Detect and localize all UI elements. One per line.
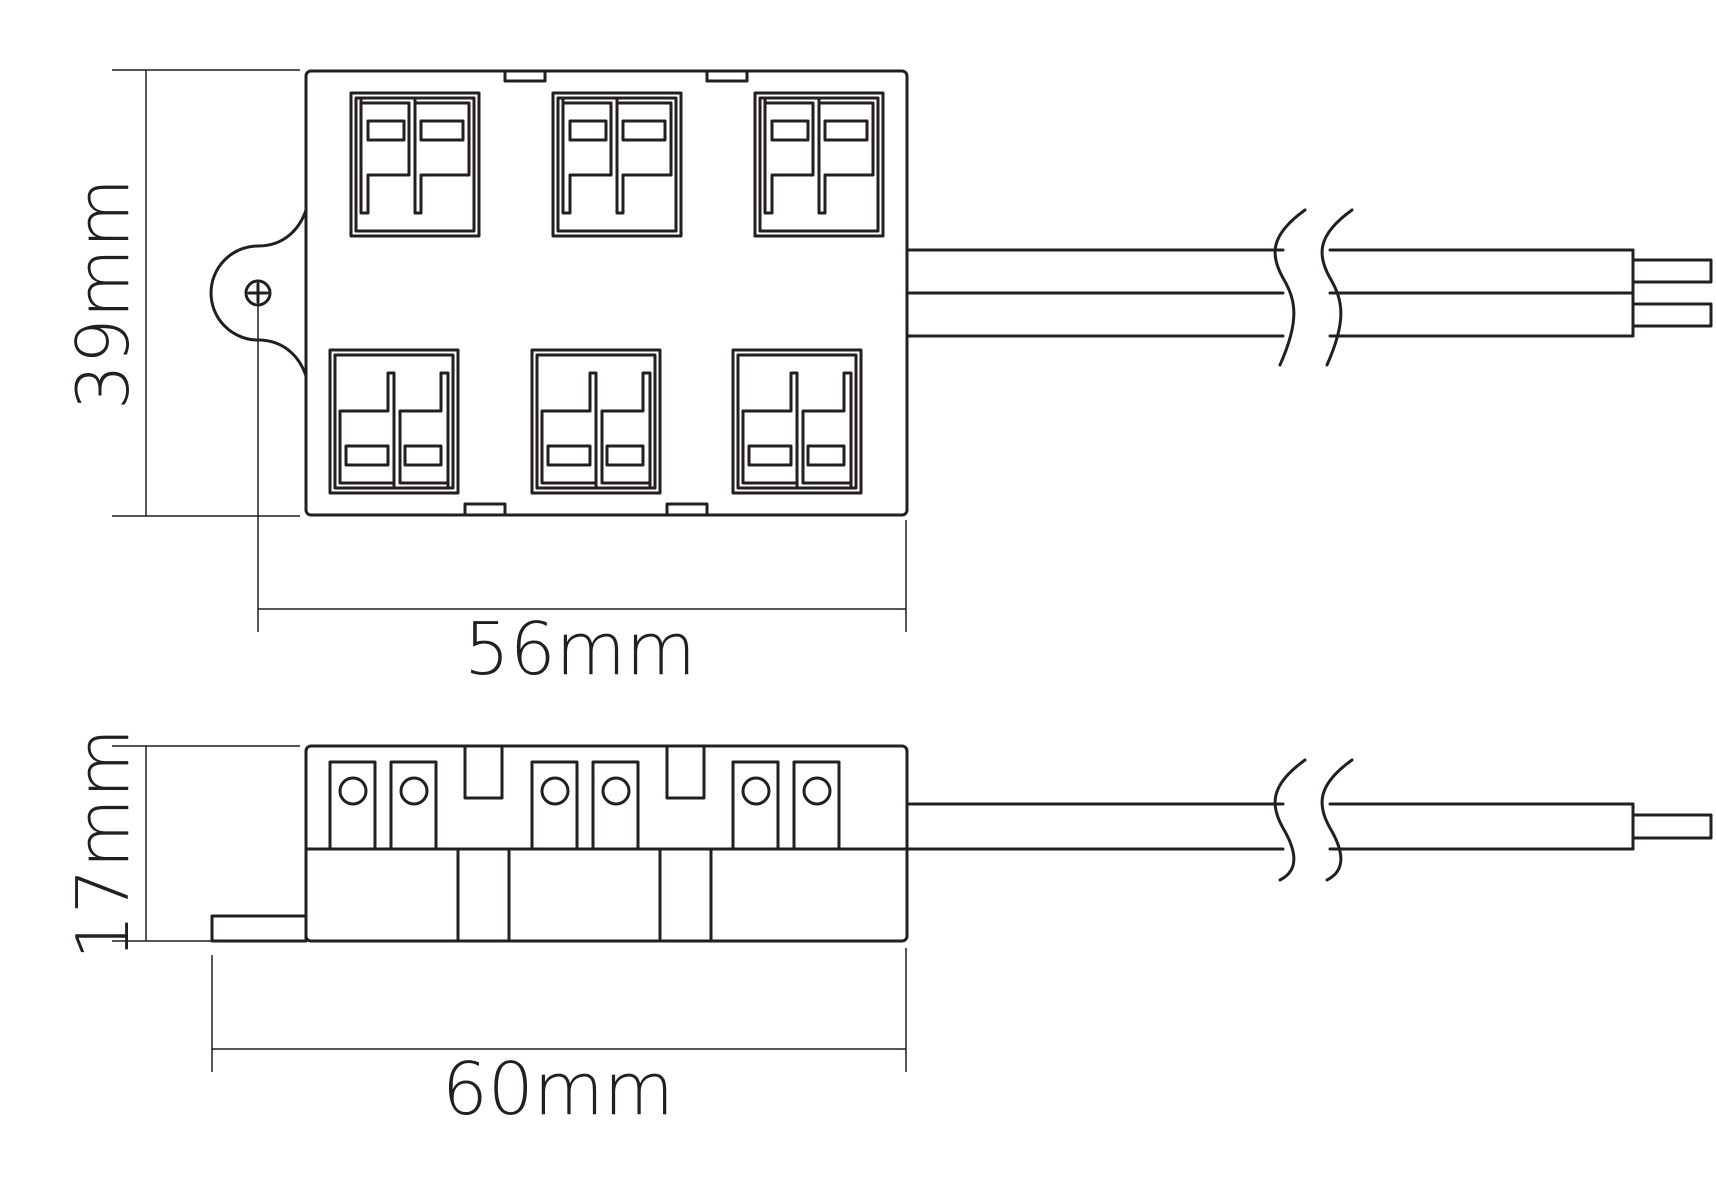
side-mounting-flange — [210, 914, 308, 943]
top-view: 39mm 56mm — [61, 69, 1713, 691]
side-view-housing — [304, 744, 909, 943]
socket-upper-2 — [551, 91, 683, 238]
cable-break-mark — [1273, 208, 1307, 367]
terminal-pair-1 — [328, 760, 438, 851]
screw-icon — [244, 279, 272, 307]
width-label-side-view: 60mm — [442, 1047, 674, 1131]
bottom-tab — [463, 502, 507, 517]
top-tab — [503, 69, 547, 83]
height-label-side-view: 17mm — [61, 728, 145, 960]
terminal-pair-2 — [530, 760, 640, 851]
top-view-cable — [905, 248, 1713, 338]
side-view-cable — [905, 802, 1713, 851]
width-label-top-view: 56mm — [464, 607, 696, 691]
cable-break-mark — [1320, 758, 1354, 882]
side-tab — [463, 744, 504, 800]
top-tab — [705, 69, 749, 83]
cable-break-mark — [1273, 758, 1307, 882]
side-tab — [665, 744, 706, 800]
socket-upper-1 — [349, 91, 481, 238]
socket-upper-3 — [753, 91, 885, 238]
socket-lower-1 — [328, 348, 460, 495]
side-view: 17mm 60mm — [61, 728, 1713, 1131]
socket-lower-2 — [530, 348, 662, 495]
bottom-tab — [665, 502, 709, 517]
terminal-pair-3 — [731, 760, 841, 851]
socket-lower-3 — [731, 348, 863, 495]
height-label-top-view: 39mm — [61, 178, 145, 410]
mounting-ear — [209, 208, 308, 378]
cable-break-mark — [1320, 208, 1354, 367]
top-view-dimension-lines — [112, 69, 907, 632]
